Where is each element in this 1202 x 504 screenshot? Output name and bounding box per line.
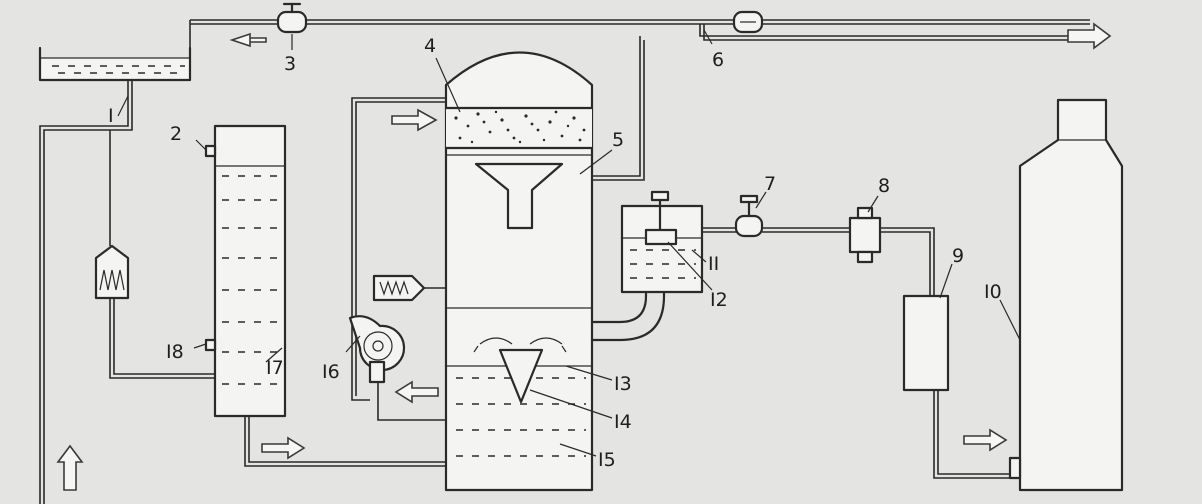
arrow-column-outlet [261, 436, 306, 460]
pipe-elbow-reactor-tank [590, 290, 648, 324]
label-13: I3 [614, 373, 632, 395]
pipe-reactor-inlet [351, 97, 446, 401]
filter-8[interactable] [848, 206, 882, 264]
arrow-to-stack [963, 428, 1008, 452]
top-header-pipe [189, 19, 1090, 48]
arrow-inlet-bottom-left [56, 444, 84, 491]
label-16: I6 [322, 361, 340, 383]
pipe-fan-return [377, 382, 446, 421]
label-17: I7 [266, 357, 284, 379]
label-14: I4 [614, 411, 632, 433]
fan-16[interactable] [348, 315, 406, 384]
label-11: II [708, 253, 719, 275]
label-4: 4 [424, 35, 436, 57]
label-1: I [108, 105, 114, 127]
valve-7[interactable] [734, 194, 764, 238]
valve-6[interactable] [732, 10, 764, 34]
label-8: 8 [878, 175, 890, 197]
float-12 [644, 228, 678, 246]
pipe-unit9-stack [933, 390, 1012, 479]
pipe-reactor-inlet-inner [355, 101, 446, 396]
pipe-reactor-vent [592, 36, 641, 177]
pipe-column-bottom-inner [248, 416, 446, 463]
pipe-column-bottom [244, 416, 446, 467]
label-18: I8 [166, 341, 184, 363]
label-10: I0 [984, 281, 1002, 303]
label-15: I5 [598, 449, 616, 471]
label-12: I2 [710, 289, 728, 311]
label-5: 5 [612, 129, 624, 151]
arrow-outlet-top-right [1067, 22, 1112, 50]
label-7: 7 [764, 173, 776, 195]
pipe-recirculation-left [39, 80, 133, 504]
supply-tank-1 [38, 46, 192, 82]
pipe-reactor-vent-inner [592, 40, 645, 181]
stack-10 [1008, 98, 1124, 492]
arrow-outlet-top-left [229, 32, 267, 48]
reactor-vessel-5 [444, 51, 594, 492]
label-6: 6 [712, 49, 724, 71]
label-3: 3 [284, 53, 296, 75]
valve-3[interactable] [276, 2, 308, 34]
leader-lines [117, 29, 1021, 457]
packed-filter-layer-4 [454, 110, 586, 144]
tank-11 [620, 190, 704, 294]
heater-coil-middle [372, 274, 446, 302]
pipe-coil-riser-inner [113, 280, 218, 375]
unit-9 [902, 294, 950, 392]
arrow-filter-outlet [391, 108, 438, 132]
heater-coil-left [94, 244, 130, 300]
pipe-coil-riser [109, 280, 218, 379]
absorber-column-17 [204, 124, 287, 418]
label-2: 2 [170, 123, 182, 145]
pipe-filter8-box9 [880, 227, 935, 296]
arrow-fan-return [394, 380, 439, 404]
label-9: 9 [952, 245, 964, 267]
